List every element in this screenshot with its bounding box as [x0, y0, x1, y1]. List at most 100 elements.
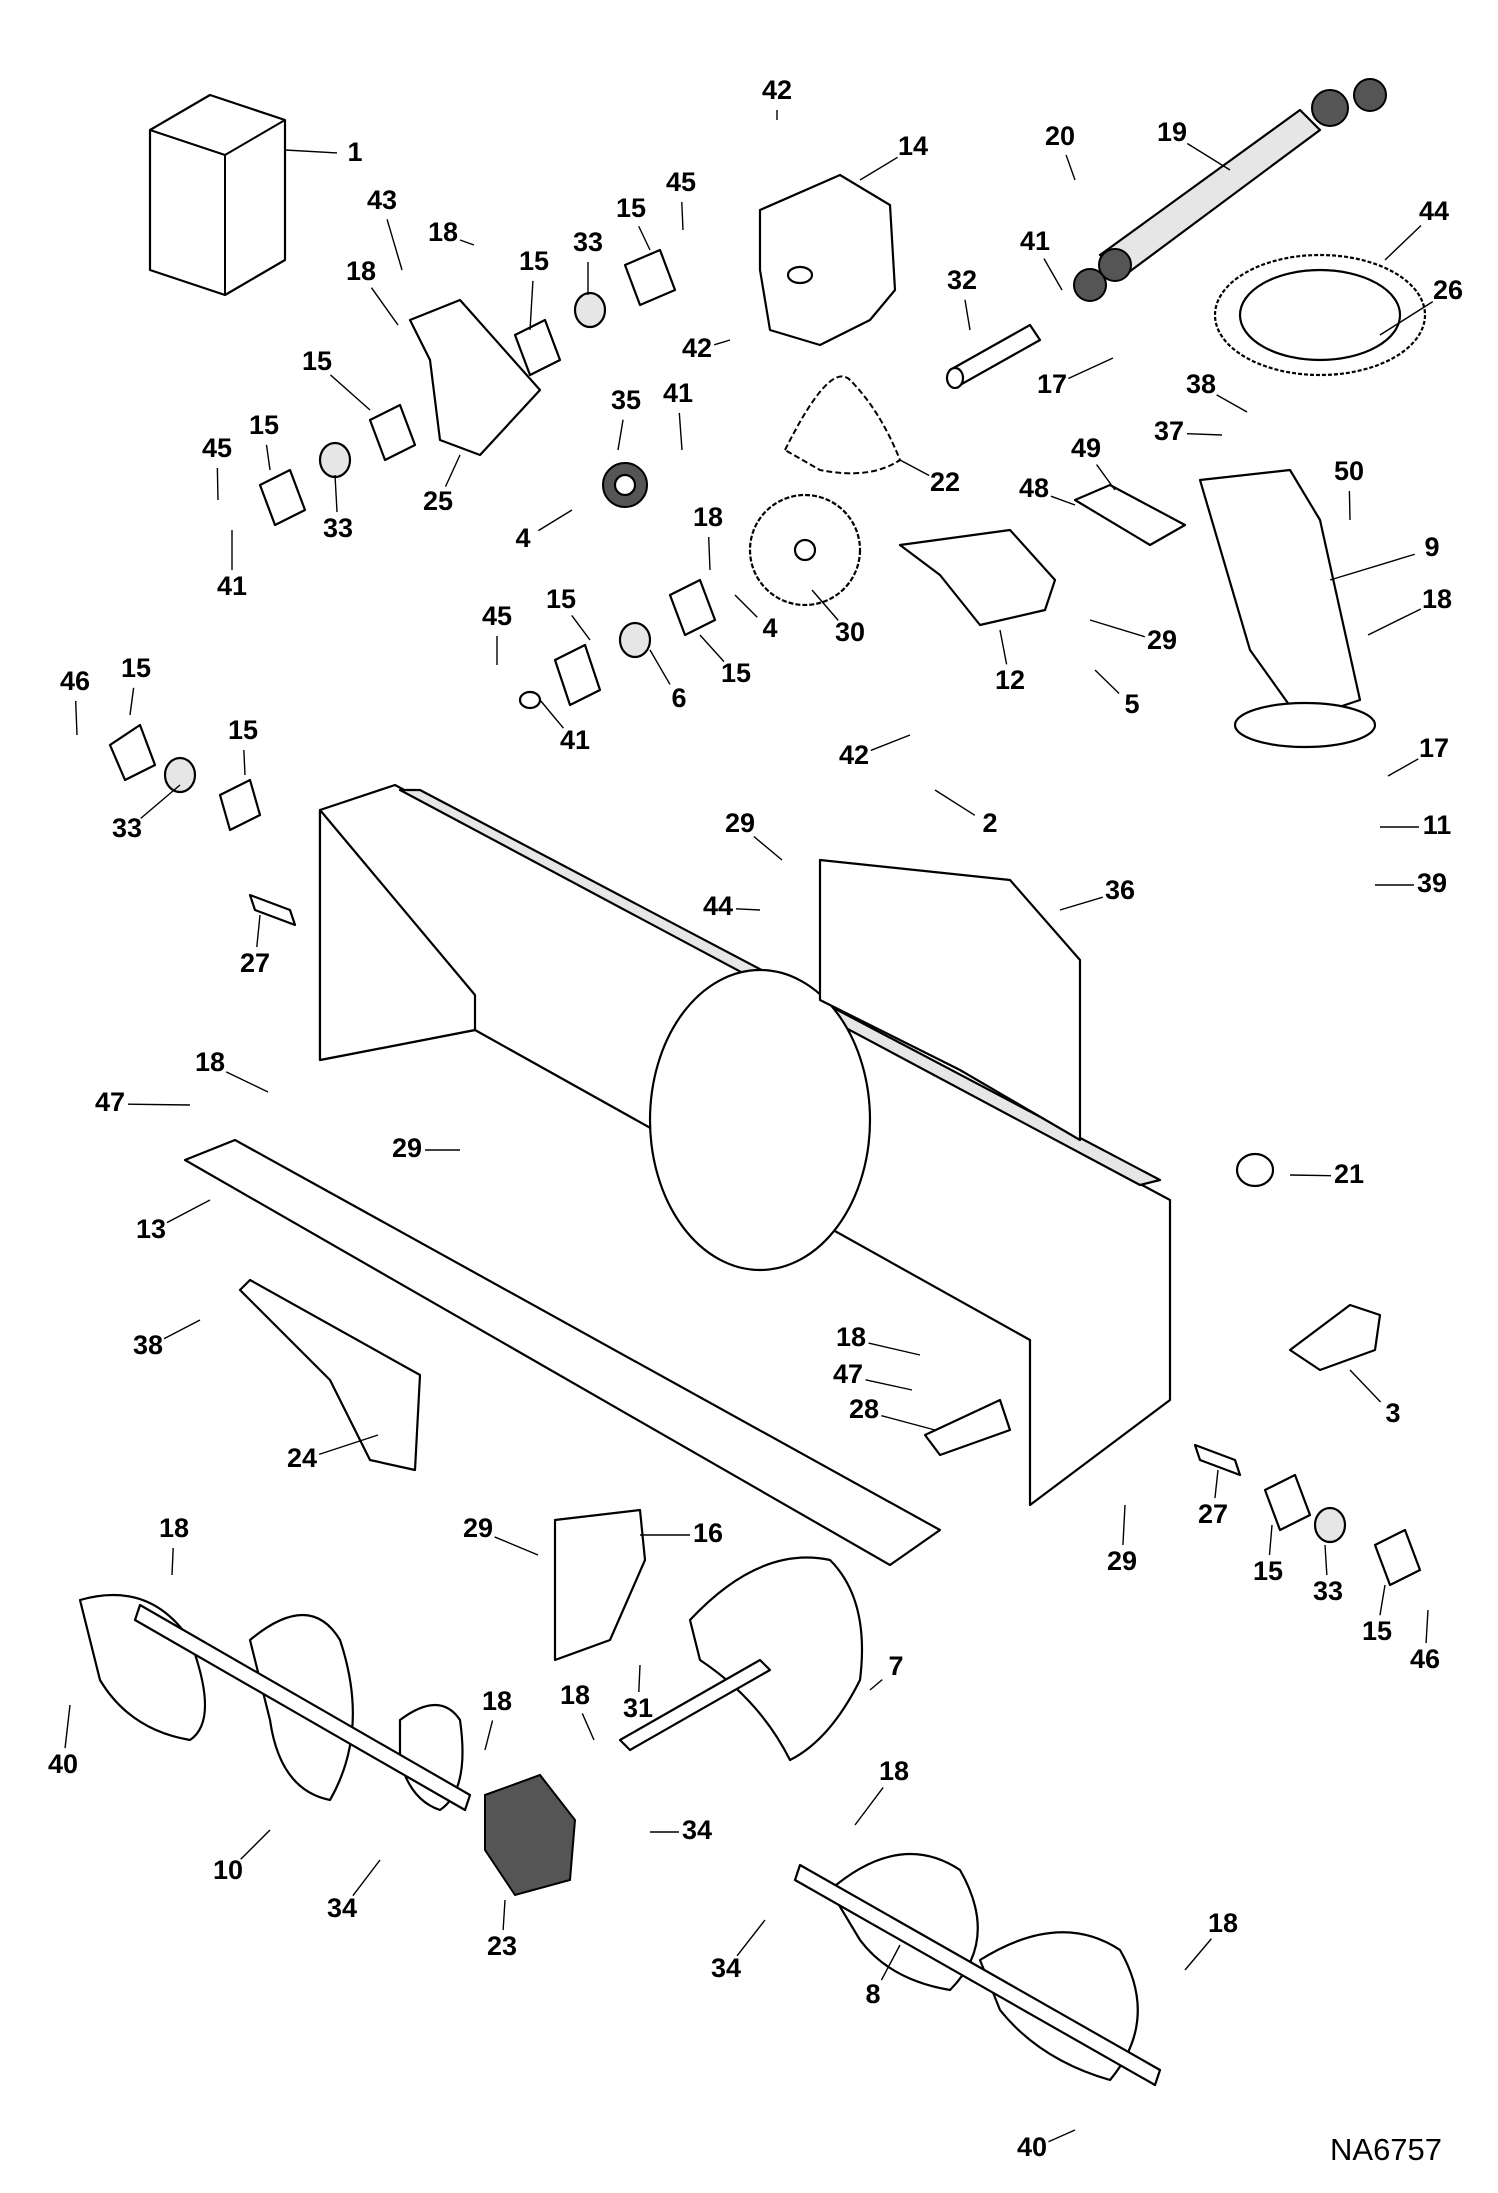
leader-line-c18g	[171, 1547, 174, 1576]
leader-line-c34b	[352, 1859, 381, 1897]
callout-label-c29c: 29	[392, 1133, 422, 1163]
callout-label-c13: 13	[136, 1214, 166, 1244]
callout-label-c34b: 34	[327, 1893, 357, 1923]
leader-line-c31	[638, 1664, 641, 1693]
callout-label-c2: 2	[982, 808, 997, 838]
callout-label-c41d: 41	[560, 725, 590, 755]
callout-label-c48: 48	[1019, 473, 1049, 503]
callout-label-c22: 22	[930, 467, 960, 497]
leader-line-c46b	[1425, 1609, 1429, 1644]
leader-line-c18j	[854, 1786, 884, 1826]
leader-line-c17b	[1387, 758, 1419, 777]
leader-line-c44a	[1384, 224, 1422, 261]
callout-label-c41b: 41	[663, 378, 693, 408]
leader-line-c5	[1094, 669, 1120, 694]
callout-label-c46a: 46	[60, 666, 90, 696]
callout-label-c15h: 15	[228, 715, 258, 745]
leader-line-c34c	[736, 1919, 766, 1957]
leader-line-c18i	[581, 1713, 595, 1741]
callout-label-c8: 8	[865, 1979, 880, 2009]
leader-line-c4b	[734, 594, 758, 618]
leader-line-c14	[859, 156, 898, 181]
leader-line-c9	[1329, 553, 1415, 581]
drawing-code: NA6757	[1330, 2132, 1442, 2167]
leader-line-c15f	[699, 634, 725, 663]
callout-label-c41c: 41	[217, 571, 247, 601]
callout-label-c27b: 27	[1198, 1499, 1228, 1529]
callout-label-c45a: 45	[666, 167, 696, 197]
leader-line-c36	[1059, 896, 1103, 911]
part-10-auger-left	[78, 1593, 472, 1812]
part-49-bracket	[1073, 483, 1187, 547]
callout-label-c33c: 33	[112, 813, 142, 843]
leader-line-c21	[1289, 1174, 1332, 1177]
leader-line-c15a	[638, 225, 651, 251]
leader-line-c50	[1348, 490, 1351, 521]
leader-line-c20	[1065, 154, 1076, 181]
leader-line-c25	[444, 454, 461, 487]
callout-label-c46b: 46	[1410, 1644, 1440, 1674]
callout-label-c29d: 29	[463, 1513, 493, 1543]
leader-line-c42c	[870, 734, 911, 752]
leader-line-c10	[240, 1829, 271, 1860]
callout-label-c15f: 15	[721, 658, 751, 688]
leader-line-c33c	[140, 784, 181, 819]
leader-line-c8	[880, 1944, 901, 1981]
callout-label-c17b: 17	[1419, 733, 1449, 763]
callout-label-c29a: 29	[1147, 625, 1177, 655]
leader-line-c12	[999, 629, 1008, 665]
part-21-bushing	[1235, 1152, 1275, 1188]
callout-label-c32: 32	[947, 265, 977, 295]
callout-label-c15c: 15	[302, 346, 332, 376]
leader-line-c15d	[265, 444, 271, 471]
leader-line-c29e	[1122, 1504, 1126, 1546]
callout-label-c43: 43	[367, 185, 397, 215]
callout-label-c18j: 18	[879, 1756, 909, 1786]
callout-label-c35: 35	[611, 385, 641, 415]
part-22-chain	[783, 375, 902, 475]
part-3-skid-shoe	[1288, 1303, 1382, 1372]
part-35-sprocket	[602, 462, 648, 508]
leader-line-c43	[386, 219, 403, 271]
callout-label-c18d: 18	[1422, 584, 1452, 614]
leader-line-c42b	[714, 339, 731, 346]
callout-label-c15d: 15	[249, 410, 279, 440]
part-9-chute	[1198, 468, 1377, 749]
leader-line-c18d	[1367, 608, 1422, 636]
leader-line-c18b	[370, 287, 399, 326]
callout-label-c23: 23	[487, 1931, 517, 1961]
callout-label-c45c: 45	[482, 601, 512, 631]
callout-label-c42a: 42	[762, 75, 792, 105]
callout-label-c17a: 17	[1037, 369, 1067, 399]
callout-label-c4a: 4	[515, 523, 530, 553]
callout-label-c18g: 18	[159, 1513, 189, 1543]
part-13-cutting-edge	[183, 1138, 942, 1567]
leader-line-c19	[1186, 142, 1231, 171]
callout-label-c18h: 18	[482, 1686, 512, 1716]
leader-line-c18f	[868, 1342, 921, 1356]
leader-line-c2	[934, 789, 976, 816]
callout-label-c11: 11	[1423, 810, 1452, 840]
snowblower-housing	[318, 783, 1172, 1507]
callout-label-c10: 10	[213, 1855, 243, 1885]
callout-label-c44a: 44	[1419, 196, 1449, 226]
leader-line-c38b	[163, 1319, 201, 1340]
callout-label-c15b: 15	[519, 246, 549, 276]
leader-line-c15e	[571, 615, 591, 641]
leader-line-c24	[318, 1434, 379, 1456]
leader-line-c3	[1349, 1369, 1382, 1403]
leader-line-c45a	[681, 201, 684, 231]
part-27-shaft-right	[1193, 1443, 1242, 1477]
callout-label-c38b: 38	[133, 1330, 163, 1360]
leader-line-c22	[899, 459, 930, 477]
callout-label-c15e: 15	[546, 584, 576, 614]
leader-line-c15c	[330, 374, 371, 411]
callout-label-c18k: 18	[1208, 1908, 1238, 1938]
callout-label-c38a: 38	[1186, 369, 1216, 399]
callout-label-c12: 12	[995, 665, 1025, 695]
callout-label-c47a: 47	[95, 1087, 125, 1117]
leader-line-c15h	[243, 749, 246, 776]
leader-line-c40b	[1048, 2129, 1076, 2143]
